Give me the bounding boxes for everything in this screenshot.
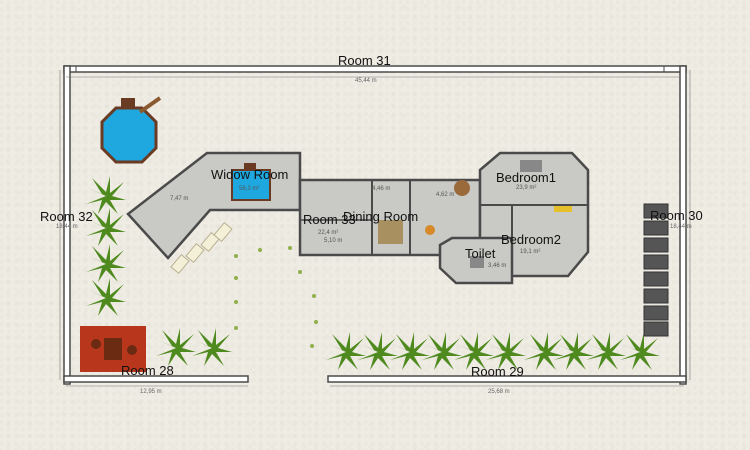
dining-room-label[interactable]: Dining Room bbox=[343, 209, 419, 224]
area-bedroom2: 19,1 m² bbox=[520, 249, 541, 255]
area-mid: 4,62 m bbox=[436, 192, 455, 198]
patio-set[interactable] bbox=[80, 326, 146, 372]
pool-loungers[interactable] bbox=[170, 221, 233, 275]
area-room-33-b: 5,10 m bbox=[324, 238, 343, 244]
pool[interactable] bbox=[100, 96, 162, 164]
path-stones bbox=[234, 246, 318, 348]
dimension-right: 18,44 m bbox=[670, 224, 692, 230]
area-toilet: 3,46 m bbox=[488, 263, 507, 269]
storage-blocks[interactable] bbox=[643, 203, 669, 337]
room-29-label[interactable]: Room 29 bbox=[471, 364, 524, 379]
dimension-bottom-right: 25,68 m bbox=[488, 389, 510, 395]
widow-room-floor bbox=[126, 151, 302, 260]
area-hall: 4,46 m bbox=[372, 186, 391, 192]
plants-left bbox=[86, 176, 126, 316]
room-32-label[interactable]: Room 32 bbox=[40, 209, 93, 224]
toilet-label[interactable]: Toilet bbox=[465, 246, 496, 261]
dimension-bottom-left: 12,95 m bbox=[140, 389, 162, 395]
dimension-lines bbox=[59, 70, 691, 387]
widow-room-label[interactable]: Widow Room bbox=[211, 167, 289, 182]
room-30-label[interactable]: Room 30 bbox=[650, 208, 703, 223]
outer-walls bbox=[63, 65, 687, 385]
bedroom1-label[interactable]: Bedroom1 bbox=[496, 170, 556, 185]
room-28-label[interactable]: Room 28 bbox=[121, 363, 174, 378]
area-left-wing: 7,47 m bbox=[170, 196, 189, 202]
area-bedroom1: 23,9 m² bbox=[516, 185, 537, 191]
room-31-label[interactable]: Room 31 bbox=[338, 53, 391, 68]
dimension-left: 18,44 m bbox=[56, 224, 78, 230]
room-33-label[interactable]: Room 33 bbox=[303, 212, 356, 227]
dimension-top: 45,44 m bbox=[355, 78, 377, 84]
area-widow-room: 58,3 m² bbox=[239, 186, 260, 192]
plants-bottom bbox=[156, 328, 660, 370]
bedroom2-label[interactable]: Bedroom2 bbox=[501, 232, 561, 247]
area-room-33: 22,4 m² bbox=[318, 230, 339, 236]
house-body bbox=[298, 151, 590, 285]
